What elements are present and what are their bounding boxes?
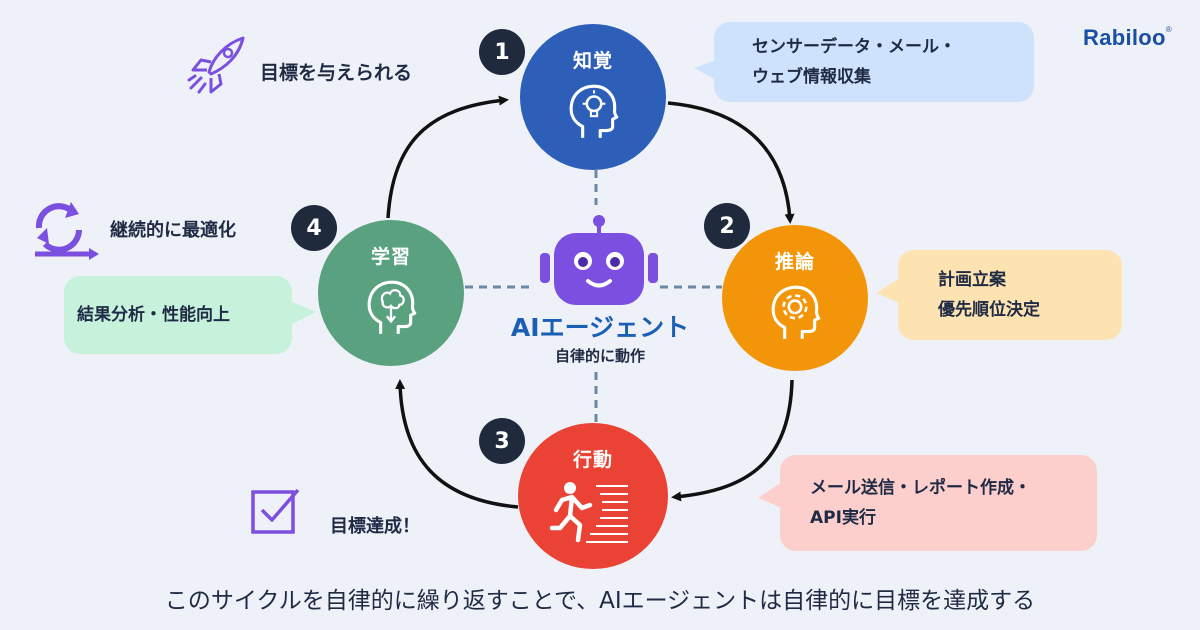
node-perceive: 知覚 [520, 24, 666, 170]
robot-icon [540, 215, 658, 305]
head-brain-icon [367, 280, 417, 334]
label-goal-given: 目標を与えられる [260, 62, 413, 84]
rocket-icon [187, 36, 245, 94]
center-subtitle: 自律的に動作 [554, 347, 645, 365]
center-title: AIエージェント [510, 313, 690, 342]
arrow-act-to-learn [395, 379, 519, 509]
note-learn-line-1: 結果分析・性能向上 [77, 305, 230, 325]
note-reason-line-1: 計画立案 [938, 270, 1006, 290]
node-reason-title: 推論 [774, 251, 815, 273]
note-act-line-2: API実行 [810, 508, 876, 528]
node-learn: 学習 [318, 220, 464, 366]
node-reason: 推論 [722, 225, 868, 371]
arrow-perceive-to-reason [667, 101, 795, 224]
label-continuous: 継続的に最適化 [110, 220, 236, 241]
head-gear-icon [771, 285, 821, 339]
arrow-reason-to-act [671, 379, 794, 502]
note-act: メール送信・レポート作成・ API実行 [780, 455, 1097, 551]
step-badge-4: 4 [291, 205, 337, 251]
label-goal-achieved: 目標達成！ [330, 516, 420, 537]
node-act-title: 行動 [572, 449, 613, 471]
node-learn-title: 学習 [370, 246, 411, 268]
checkbox-icon [251, 488, 300, 534]
note-act-line-1: メール送信・レポート作成・ [810, 478, 1031, 498]
running-exit-icon [550, 482, 628, 543]
brand-logo[interactable]: Rabiloo® [1083, 25, 1172, 50]
head-lightbulb-icon [569, 84, 619, 138]
note-reason: 計画立案 優先順位決定 [898, 250, 1122, 340]
cycle-arrows-icon [35, 202, 99, 260]
note-perceive-line-2: ウェブ情報収集 [752, 67, 871, 87]
note-learn: 結果分析・性能向上 [64, 276, 292, 354]
step-badge-3: 3 [479, 418, 525, 464]
note-perceive-line-1: センサーデータ・メール・ [752, 37, 956, 57]
note-perceive: センサーデータ・メール・ ウェブ情報収集 [714, 22, 1034, 102]
arrow-learn-to-perceive [386, 95, 509, 219]
step-badge-1: 1 [479, 29, 525, 75]
note-reason-line-2: 優先順位決定 [938, 300, 1040, 320]
node-act: 行動 [518, 423, 668, 569]
node-perceive-title: 知覚 [572, 50, 613, 72]
step-badge-2: 2 [704, 203, 750, 249]
footer-caption: このサイクルを自律的に繰り返すことで、AIエージェントは自律的に目標を達成する [164, 588, 1036, 614]
